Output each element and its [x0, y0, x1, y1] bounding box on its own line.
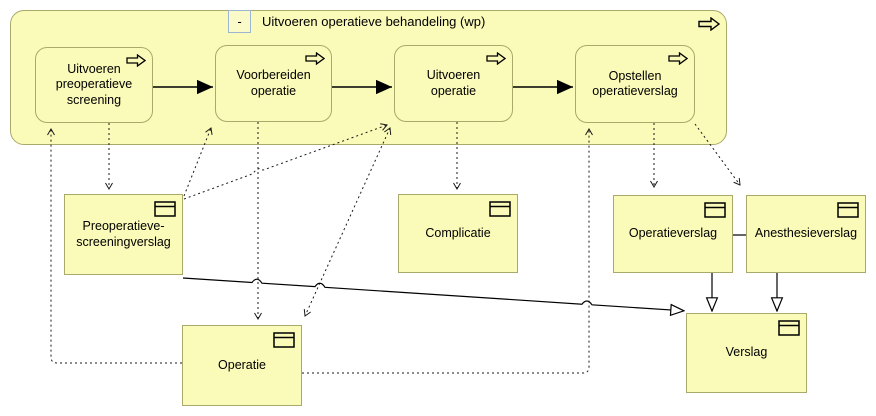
- process-label: Uitvoeren operatie: [426, 68, 481, 98]
- object-complicatie[interactable]: Complicatie: [398, 194, 518, 273]
- object-verslag[interactable]: Verslag: [686, 313, 807, 393]
- object-label: Anesthesieverslag: [754, 226, 858, 241]
- process-arrow-icon: [668, 52, 688, 65]
- process-arrow-icon: [305, 52, 325, 65]
- process-arrow-icon: [126, 54, 146, 67]
- process-uitvoeren-operatie[interactable]: Uitvoeren operatie: [394, 45, 513, 122]
- object-label: Verslag: [725, 345, 768, 360]
- process-label: Voorbereiden operatie: [236, 68, 311, 98]
- business-object-icon: [489, 201, 511, 217]
- process-uitvoeren-preoperatieve-screening[interactable]: Uitvoeren preoperatieve screening: [35, 47, 153, 123]
- process-opstellen-operatieverslag[interactable]: Opstellen operatieverslag: [575, 45, 695, 123]
- specialization-screeningverslag-to-verslag[interactable]: [182, 277, 684, 311]
- group-title: Uitvoeren operatieve behandeling (wp): [262, 14, 486, 29]
- object-label: Operatie: [218, 357, 266, 372]
- collapse-label: -: [237, 14, 242, 29]
- access-uitvoeren-operatie-operatie-readwrite[interactable]: [303, 127, 392, 317]
- object-anesthesieverslag[interactable]: Anesthesieverslag: [746, 195, 866, 273]
- collapse-button[interactable]: -: [228, 10, 251, 33]
- business-object-icon: [837, 202, 859, 218]
- process-voorbereiden-operatie[interactable]: Voorbereiden operatie: [215, 45, 332, 122]
- object-label: Complicatie: [425, 225, 491, 240]
- object-label: Operatieverslag: [628, 226, 718, 241]
- object-preoperatieve-screeningverslag[interactable]: Preoperatieve-screeningverslag: [64, 194, 183, 275]
- process-arrow-icon: [486, 52, 506, 65]
- object-operatie[interactable]: Operatie: [182, 325, 302, 406]
- process-label: Opstellen operatieverslag: [592, 68, 678, 98]
- business-object-icon: [704, 202, 726, 218]
- object-operatieverslag[interactable]: Operatieverslag: [613, 195, 733, 273]
- object-label: Preoperatieve-screeningverslag: [76, 219, 171, 249]
- business-object-icon: [273, 332, 295, 348]
- business-object-icon: [154, 201, 176, 217]
- process-arrow-icon: [698, 17, 720, 31]
- process-label: Uitvoeren preoperatieve screening: [55, 62, 133, 107]
- business-object-icon: [778, 320, 800, 336]
